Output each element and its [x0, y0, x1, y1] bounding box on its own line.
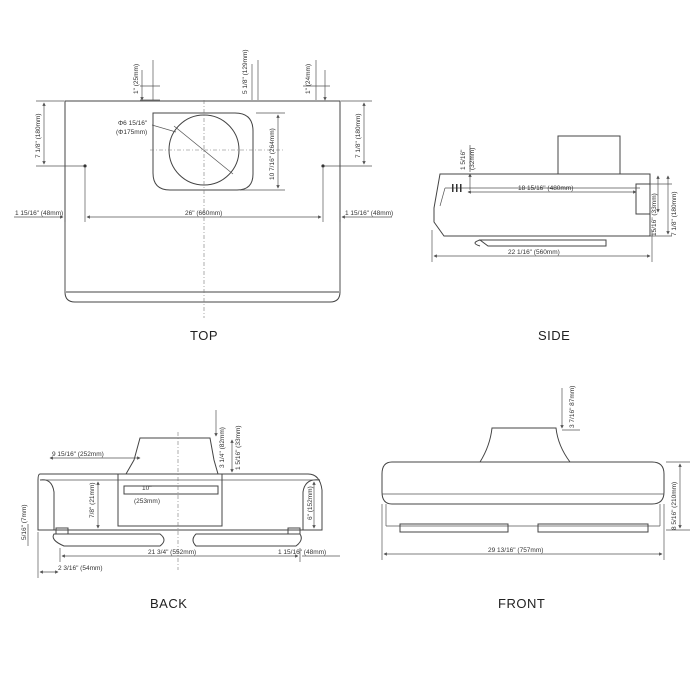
dim-top-phi-mm: (Φ175mm) [116, 129, 147, 136]
side-view: 1 5/16" (32mm) 18 15/16" (480mm) 15/16" … [431, 135, 678, 343]
dim-top-7-18-right: 7 1/8" (180mm) [355, 113, 362, 158]
dim-top-right: 1 15/16" (48mm) [345, 210, 393, 217]
dim-top-10-716: 10 7/16" (264mm) [269, 128, 276, 180]
view-label-back: BACK [150, 596, 187, 611]
dim-back-21-34: 21 3/4" (552mm) [148, 549, 196, 556]
dim-top-1in-left: 1" (25mm) [133, 64, 140, 94]
view-label-front: FRONT [498, 596, 545, 611]
dim-back-10: 10" [142, 485, 152, 492]
back-view-duct-opening [117, 473, 223, 527]
view-label-side: SIDE [538, 328, 570, 343]
back-view-body-outline [37, 473, 323, 531]
dim-top-7-18-left: 7 1/8" (180mm) [35, 113, 42, 158]
dim-back-1-1516: 1 15/16" (48mm) [278, 549, 326, 556]
front-view: 3 7/16" 87mm) 8 5/16" (210mm) 29 13/16" … [381, 386, 690, 611]
dim-side-1516: 15/16" (33mm) [651, 193, 658, 236]
front-view-duct [479, 427, 571, 463]
dim-back-3-14: 3 1/4" (82mm) [219, 427, 226, 468]
front-view-light-right [537, 523, 649, 533]
top-view-body-outline [64, 100, 341, 303]
front-view-body-outline [381, 461, 665, 505]
dim-top-26: 26" (660mm) [185, 210, 222, 217]
dim-top-5-18: 5 1/8" (129mm) [242, 49, 249, 94]
dim-front-29: 29 13/16" (757mm) [488, 547, 543, 554]
back-view-duct [125, 437, 219, 475]
front-view-light-left [399, 523, 509, 533]
top-view: 1" (25mm) 5 1/8" (129mm) 1" (24mm) 7 1/8… [14, 49, 393, 343]
side-view-vent [452, 184, 454, 192]
dim-side-1-516-mm: (32mm) [469, 148, 476, 170]
dim-side-22-116: 22 1/16" (560mm) [508, 249, 560, 256]
back-view-duct-inner [123, 485, 219, 495]
dim-back-10-mm: (253mm) [134, 498, 160, 505]
dim-back-5-16: 5/16" (7mm) [21, 504, 28, 540]
dim-side-18-1516: 18 15/16" (480mm) [518, 185, 573, 192]
side-view-vent [456, 184, 458, 192]
dim-back-9-1516: 9 15/16" (252mm) [52, 451, 104, 458]
top-view-mounting-hole [321, 164, 325, 168]
top-view-duct-collar [152, 112, 254, 191]
back-view-filter-right [192, 533, 302, 547]
side-view-vent [460, 184, 462, 192]
dim-top-left: 1 15/16" (48mm) [15, 210, 63, 217]
back-view-filter-left [52, 533, 165, 547]
dim-back-2-316: 2 3/16" (54mm) [58, 565, 103, 572]
dim-top-phi-in: Φ6 15/16" [118, 120, 148, 127]
side-view-duct [557, 135, 621, 175]
dim-top-1in-right: 1" (24mm) [305, 64, 312, 94]
back-view: 9 15/16" (252mm) 3 1/4" (82mm) 1 5/16" (… [21, 410, 340, 611]
top-view-mounting-hole [83, 164, 87, 168]
dim-back-7-8: 7/8" (21mm) [89, 482, 96, 518]
dim-front-3-716: 3 7/16" 87mm) [569, 386, 576, 428]
dim-side-7-18: 7 1/8" (180mm) [671, 191, 678, 236]
view-label-top: TOP [190, 328, 218, 343]
dim-back-1-516: 1 5/16" (33mm) [235, 425, 242, 470]
dim-front-8-516: 8 5/16" (210mm) [671, 482, 678, 530]
dim-back-6: 6" (152mm) [307, 486, 314, 520]
side-view-filter [478, 239, 607, 247]
dim-side-1-516: 1 5/16" [460, 149, 467, 170]
side-view-bracket [635, 183, 651, 215]
side-view-body-outline [433, 173, 651, 237]
